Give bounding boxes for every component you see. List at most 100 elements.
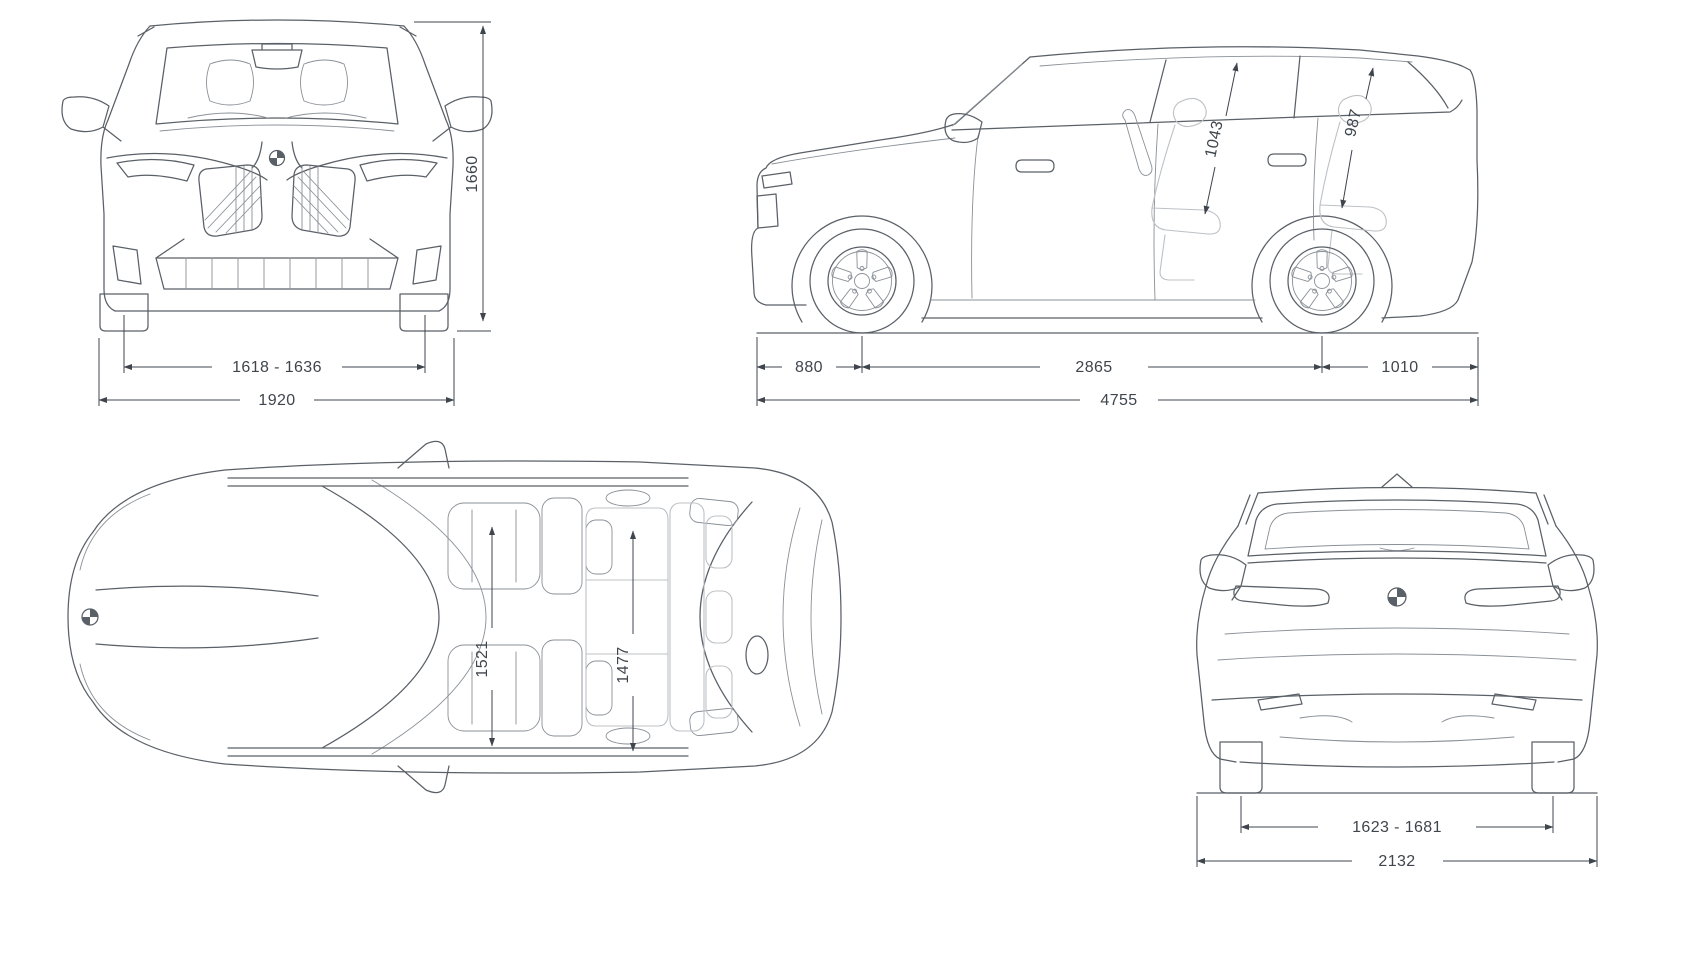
antenna-fin [1381, 473, 1413, 488]
dim-overall-height: 1660 [414, 21, 491, 332]
headrests [206, 59, 348, 106]
side-inlets [112, 245, 442, 285]
d-pillar [1407, 61, 1449, 109]
dim-front-track-label: 1618 - 1636 [232, 359, 322, 376]
bmw-roundel-icon [268, 149, 286, 167]
dim-front-overhang-label: 880 [795, 359, 823, 376]
top-hood-lines [95, 585, 319, 649]
tailgate-lines [782, 507, 823, 727]
dim-rear-shoulder-label: 1477 [615, 646, 632, 683]
dim-overall-width: 1920 [98, 338, 455, 409]
roof-front-arc [371, 479, 487, 755]
dim-extension-lines-side [756, 336, 1479, 406]
side-rear-outline [1381, 69, 1479, 319]
front-seat [1151, 97, 1221, 281]
front-roof [149, 19, 405, 27]
bumper-bottom [1239, 761, 1555, 768]
c-pillar [1293, 55, 1301, 119]
dim-overall-width-label: 1920 [258, 392, 295, 409]
front-body-outline [100, 25, 454, 312]
rear-left-side [1196, 525, 1239, 763]
rear-view-drawing [1196, 473, 1598, 794]
nose-inner-lines [79, 493, 151, 741]
rear-left-mirror [1199, 554, 1247, 601]
rear-view: 1623 - 1681 2132 [1196, 473, 1598, 870]
steering-wheel [1122, 109, 1153, 176]
front-wheels [99, 293, 449, 332]
windshield [155, 42, 399, 132]
b-pillar [1149, 59, 1167, 123]
top-mirrors [397, 440, 450, 794]
rear-window [1247, 499, 1547, 557]
dim-front-headroom-label: 1043 [1202, 119, 1226, 159]
dim-front-shoulder: 1521 [474, 526, 496, 747]
front-view: 1618 - 1636 1920 1660 [61, 19, 493, 409]
dim-front-shoulder-label: 1521 [474, 640, 491, 677]
dim-rear-shoulder: 1477 [615, 530, 637, 752]
top-view-drawing [67, 440, 842, 794]
reflectors [1257, 693, 1537, 711]
taillights [1233, 585, 1561, 607]
passenger-seat [447, 639, 613, 737]
side-mirror [944, 113, 983, 144]
rear-right-mirror [1547, 554, 1595, 601]
left-mirror [61, 96, 122, 142]
side-hood-nose [751, 56, 1031, 306]
roof-rails [137, 26, 417, 37]
roof-details [605, 489, 739, 745]
side-rear-wheel [1270, 229, 1374, 333]
antenna [745, 635, 769, 675]
dim-rear-overhang-label: 1010 [1381, 359, 1418, 376]
dim-width-mirrors-label: 2132 [1378, 853, 1415, 870]
lower-intake [155, 238, 399, 290]
bmw-roundel-icon [1387, 587, 1407, 607]
dim-overall-height-label: 1660 [464, 155, 481, 192]
seat-shoulders [187, 112, 367, 119]
dim-overall-length: 4755 [756, 392, 1479, 409]
door-handles [1015, 153, 1307, 173]
rear-right-side [1555, 525, 1598, 763]
kidney-grilles [198, 164, 356, 237]
windshield-arc [321, 485, 440, 749]
dim-rear-overhang: 1010 [1321, 359, 1479, 376]
hood-crease [771, 137, 956, 165]
dim-wheelbase-label: 2865 [1075, 359, 1112, 376]
front-fascia [756, 171, 793, 229]
dim-front-track: 1618 - 1636 [123, 315, 426, 376]
top-roof-rails [227, 477, 689, 757]
side-roofline [1029, 46, 1471, 71]
headlights [116, 158, 438, 182]
wheel-arches [791, 215, 1393, 323]
door-lines [971, 117, 1319, 301]
side-front-wheel [810, 229, 914, 333]
rear-roof [1257, 486, 1537, 494]
front-view-drawing [61, 19, 493, 332]
bumper-top-line [1211, 693, 1583, 701]
dim-wheelbase: 2865 [861, 359, 1323, 376]
dim-front-overhang: 880 [756, 359, 863, 376]
dim-rear-track: 1623 - 1681 [1240, 796, 1554, 836]
beltline [951, 99, 1463, 131]
side-view: 1043 987 880 2865 1010 4755 [751, 46, 1479, 409]
rear-window-arc [699, 501, 753, 733]
dim-rear-headroom-label: 987 [1342, 107, 1365, 138]
window-top-line [1039, 55, 1413, 67]
tailgate-top-edge [1247, 557, 1547, 564]
dim-overall-length-label: 4755 [1100, 392, 1137, 409]
bmw-roundel-icon [81, 608, 99, 626]
driver-seat [447, 497, 613, 595]
rear-roof-rails [1237, 492, 1557, 527]
top-body-outline [67, 460, 842, 774]
a-pillar-inner [951, 63, 1023, 127]
rear-seat [1319, 94, 1387, 275]
rear-bench [585, 502, 733, 732]
dim-rear-track-label: 1623 - 1681 [1352, 819, 1442, 836]
rearview-mirror [251, 43, 303, 70]
diffuser-lines [1279, 715, 1515, 743]
side-view-drawing [751, 46, 1479, 333]
tailgate-creases [1217, 627, 1577, 661]
top-view: 1521 1477 [67, 440, 842, 794]
dim-width-mirrors: 2132 [1196, 796, 1598, 870]
